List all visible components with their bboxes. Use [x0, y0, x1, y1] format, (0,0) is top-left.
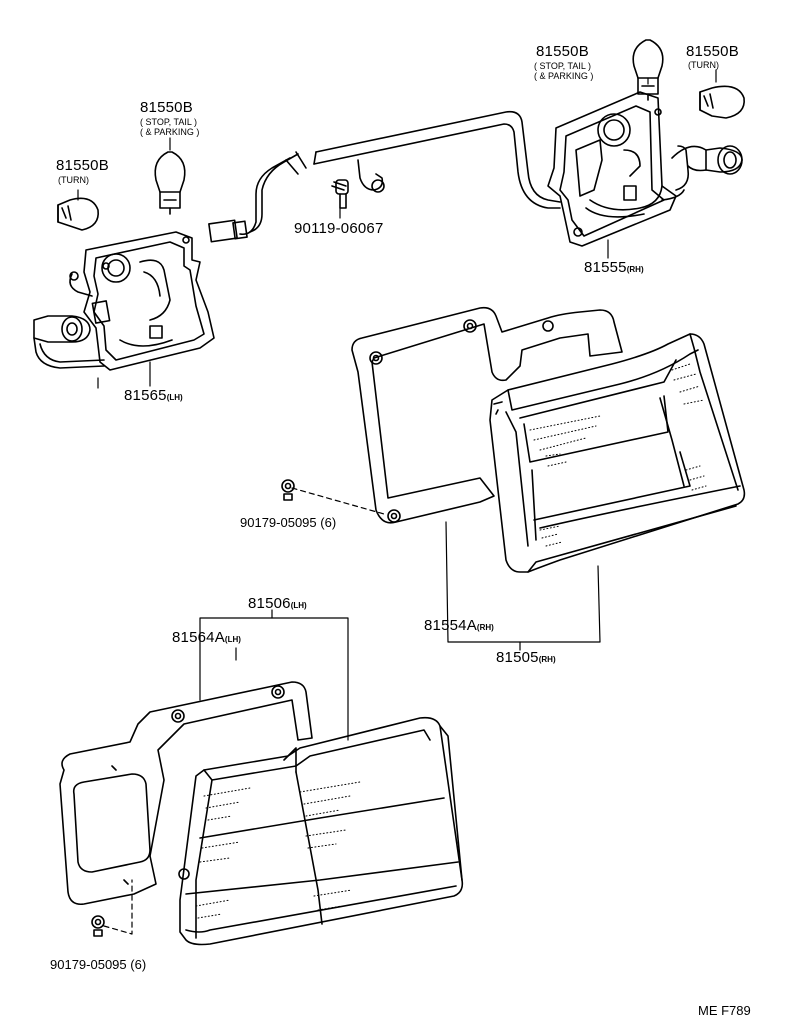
label-lamp-lh-part: 81506 — [248, 595, 291, 612]
label-socket-rh: 81555(RH) — [584, 260, 644, 276]
nut-lower — [91, 915, 105, 937]
bulb-turn-rh — [699, 85, 745, 119]
label-socket-lh-part: 81565 — [124, 387, 167, 404]
label-nut-lower-part: 90179-05095 — [50, 957, 127, 972]
turn-socket-lh — [33, 315, 105, 369]
label-gasket-rh-part: 81554A — [424, 617, 477, 634]
label-bulb-stop-rh-note-2: ( & PARKING ) — [534, 71, 594, 81]
label-nut-lower: 90179-05095 (6) — [50, 958, 146, 971]
label-bulb-turn-rh-note: (TURN) — [688, 60, 719, 70]
label-nut-upper-part: 90179-05095 — [240, 515, 317, 530]
turn-socket-rh — [661, 145, 743, 201]
label-socket-rh-side: (RH) — [626, 265, 644, 274]
label-lamp-rh-part: 81505 — [496, 649, 539, 666]
bulb-turn-lh — [57, 197, 99, 231]
label-nut-upper: 90179-05095 (6) — [240, 516, 336, 529]
bulb-stop-lh — [154, 151, 186, 215]
label-gasket-lh: 81564A(LH) — [172, 630, 241, 646]
label-gasket-rh-side: (RH) — [476, 623, 494, 632]
wire-harness — [208, 110, 561, 243]
nut-upper — [281, 479, 295, 501]
figure-code: ME F789 — [698, 1003, 751, 1018]
label-gasket-lh-part: 81564A — [172, 629, 225, 646]
gasket-lh — [59, 681, 313, 906]
label-bulb-stop-rh-note-1: ( STOP, TAIL ) — [534, 61, 592, 71]
label-socket-lh-side: (LH) — [166, 393, 183, 402]
label-lamp-rh-side: (RH) — [538, 655, 556, 664]
bulb-stop-rh — [632, 39, 664, 101]
socket-plate-rh — [547, 91, 677, 247]
label-lamp-rh: 81505(RH) — [496, 650, 556, 666]
label-gasket-rh: 81554A(RH) — [424, 618, 494, 634]
label-socket-rh-part: 81555 — [584, 259, 627, 276]
lamp-lens-lh — [179, 716, 464, 946]
label-bulb-turn-rh: 81550B — [686, 43, 739, 60]
leader-lines-rh — [291, 487, 601, 651]
label-leaders — [77, 69, 717, 387]
label-screw: 90119-06067 — [294, 220, 384, 237]
label-bulb-stop-lh-note-1: ( STOP, TAIL ) — [140, 117, 198, 127]
label-socket-lh: 81565(LH) — [124, 388, 183, 404]
label-lamp-lh-side: (LH) — [290, 601, 307, 610]
socket-plate-lh — [69, 231, 215, 371]
label-nut-lower-qty: (6) — [130, 957, 147, 972]
label-bulb-stop-lh-note-2: ( & PARKING ) — [140, 127, 200, 137]
gasket-rh — [351, 306, 623, 524]
screw-and-ground-lug — [331, 159, 385, 209]
lamp-lens-rh — [489, 333, 746, 573]
label-bulb-turn-lh-note: (TURN) — [58, 175, 89, 185]
label-lamp-lh: 81506(LH) — [248, 596, 307, 612]
leader-lines-lh — [97, 377, 349, 935]
label-bulb-stop-lh: 81550B — [140, 99, 193, 116]
label-bulb-turn-lh: 81550B — [56, 157, 109, 174]
label-nut-upper-qty: (6) — [320, 515, 337, 530]
label-bulb-stop-rh: 81550B — [536, 43, 589, 60]
label-gasket-lh-side: (LH) — [224, 635, 241, 644]
